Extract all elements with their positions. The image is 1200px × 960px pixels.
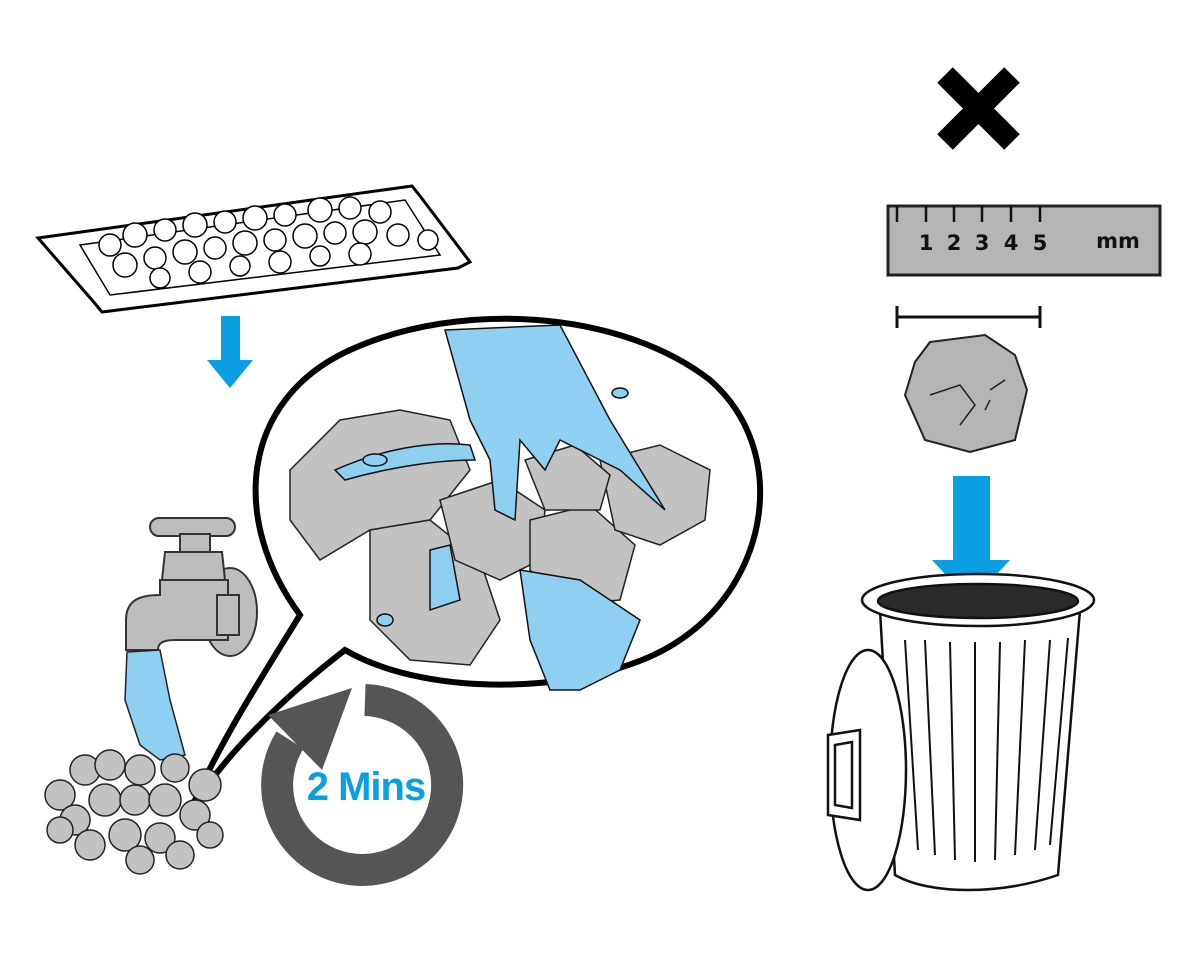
ruler-tick-4: 4 — [1004, 231, 1019, 255]
down-arrow-icon — [207, 316, 253, 388]
bag-of-rocks — [35, 184, 473, 314]
down-arrow-icon — [932, 476, 1010, 602]
trash-can-icon — [826, 572, 1096, 892]
ruler-icon: 1 2 3 4 5 mm — [886, 204, 1162, 277]
tap-icon — [125, 517, 258, 657]
ruler-tick-3: 3 — [975, 231, 990, 255]
cross-icon — [937, 67, 1020, 150]
size-measure-line — [895, 306, 1042, 328]
speech-bubble-zoom — [187, 315, 764, 814]
ruler-tick-2: 2 — [947, 231, 962, 255]
rock-pile — [44, 749, 224, 875]
rock-icon — [903, 333, 1029, 454]
ruler-tick-1: 1 — [919, 231, 934, 255]
water-stream — [124, 649, 186, 761]
ruler-tick-5: 5 — [1033, 231, 1048, 255]
ruler-unit: mm — [1096, 229, 1140, 253]
timer-label: 2 Mins — [307, 765, 425, 809]
circular-arrow-timer-icon: 2 Mins — [261, 684, 464, 886]
